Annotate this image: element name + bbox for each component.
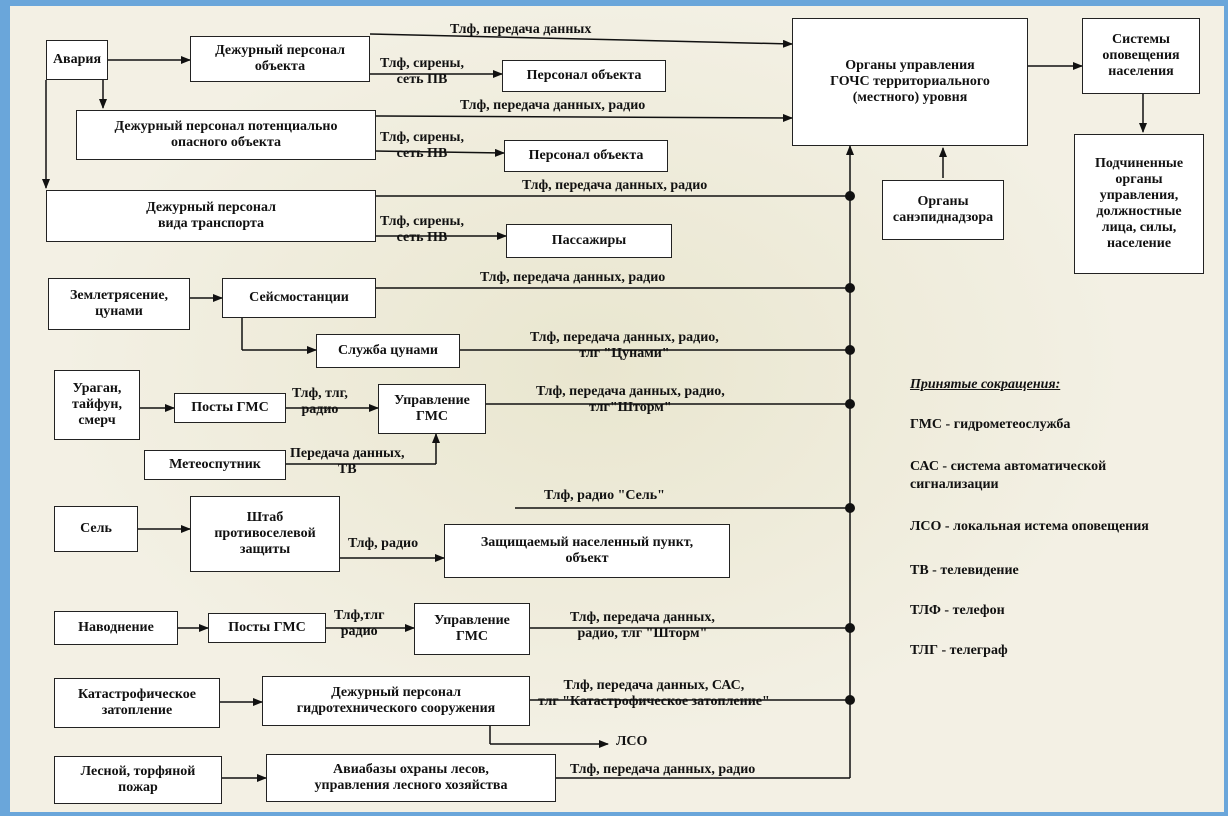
- box-sel: Сель: [54, 506, 138, 552]
- box-sanepid: Органы санэпиднадзора: [882, 180, 1004, 240]
- legend-item: САС - система автоматической сигнализаци…: [910, 459, 1107, 492]
- box-pers-obj-1: Персонал объекта: [502, 60, 666, 92]
- label-top-tlf: Тлф, передача данных: [450, 22, 592, 37]
- label-posty-1: Тлф, тлг, радио: [292, 386, 348, 417]
- legend-title: Принятые сокращения:: [910, 377, 1061, 392]
- legend-item: ТВ - телевидение: [910, 563, 1019, 578]
- box-dezh-transport: Дежурный персонал вида транспорта: [46, 190, 376, 242]
- box-upr-gms-1: Управление ГМС: [378, 384, 486, 434]
- label-upr-gms-2: Тлф, передача данных, радио, тлг "Шторм": [570, 610, 715, 641]
- box-avaria: Авария: [46, 40, 108, 80]
- box-shtab: Штаб противоселевой защиты: [190, 496, 340, 572]
- box-seismo: Сейсмостанции: [222, 278, 376, 318]
- label-transport-tlf: Тлф, передача данных, радио: [522, 178, 708, 193]
- label-shtab-tlf: Тлф, радио: [348, 536, 419, 551]
- label-meteosp: Передача данных, ТВ: [290, 446, 405, 477]
- label-gidro-tlf: Тлф, передача данных, САС, тлг "Катастро…: [538, 678, 770, 709]
- box-zashch-punkt: Защищаемый населенный пункт, объект: [444, 524, 730, 578]
- box-dezh-potential: Дежурный персонал потенциально опасного …: [76, 110, 376, 160]
- box-uragan: Ураган, тайфун, смерч: [54, 370, 140, 440]
- box-sistemy-opov: Системы оповещения населения: [1082, 18, 1200, 94]
- box-posty-gms-2: Посты ГМС: [208, 613, 326, 643]
- box-zemletr: Землетрясение, цунами: [48, 278, 190, 330]
- label-cunami-tlf: Тлф, передача данных, радио, тлг "Цунами…: [530, 330, 719, 361]
- label-sirens-2: Тлф, сирены, сеть ПВ: [380, 130, 464, 161]
- label-avia-tlf: Тлф, передача данных, радио: [570, 762, 756, 777]
- box-meteosp: Метеоспутник: [144, 450, 286, 480]
- box-organs-gochs: Органы управления ГОЧС территориального …: [792, 18, 1028, 146]
- label-seismo-tlf: Тлф, передача данных, радио: [480, 270, 666, 285]
- box-dezh-gidro: Дежурный персонал гидротехнического соор…: [262, 676, 530, 726]
- label-sirens-3: Тлф, сирены, сеть ПВ: [380, 214, 464, 245]
- box-aviabazy: Авиабазы охраны лесов, управления лесног…: [266, 754, 556, 802]
- box-navodnenie: Наводнение: [54, 611, 178, 645]
- box-podchin: Подчиненные органы управления, должностн…: [1074, 134, 1204, 274]
- box-dezh-obj: Дежурный персонал объекта: [190, 36, 370, 82]
- label-lso: ЛСО: [616, 734, 648, 749]
- box-katastr: Катастрофическое затопление: [54, 678, 220, 728]
- connector-lines: [42, 33, 1147, 782]
- box-upr-gms-2: Управление ГМС: [414, 603, 530, 655]
- label-posty-2: Тлф,тлг радио: [334, 608, 385, 639]
- legend-item: ГМС - гидрометеослужба: [910, 417, 1071, 432]
- box-sluzhba-cunami: Служба цунами: [316, 334, 460, 368]
- box-posty-gms-1: Посты ГМС: [174, 393, 286, 423]
- label-upr-gms-1: Тлф, передача данных, радио, тлг"Шторм": [536, 384, 725, 415]
- legend-item: ТЛФ - телефон: [910, 603, 1005, 618]
- legend-item: ЛСО - локальная истема оповещения: [910, 519, 1149, 534]
- label-potential-tlf: Тлф, передача данных, радио: [460, 98, 646, 113]
- box-pers-obj-2: Персонал объекта: [504, 140, 668, 172]
- legend-item: ТЛГ - телеграф: [910, 643, 1008, 658]
- label-sel-tlf: Тлф, радио "Сель": [544, 488, 665, 503]
- box-lesnoy: Лесной, торфяной пожар: [54, 756, 222, 804]
- box-passengers: Пассажиры: [506, 224, 672, 258]
- diagram-canvas: Авария Дежурный персонал объекта Персона…: [10, 6, 1224, 812]
- label-sirens-1: Тлф, сирены, сеть ПВ: [380, 56, 464, 87]
